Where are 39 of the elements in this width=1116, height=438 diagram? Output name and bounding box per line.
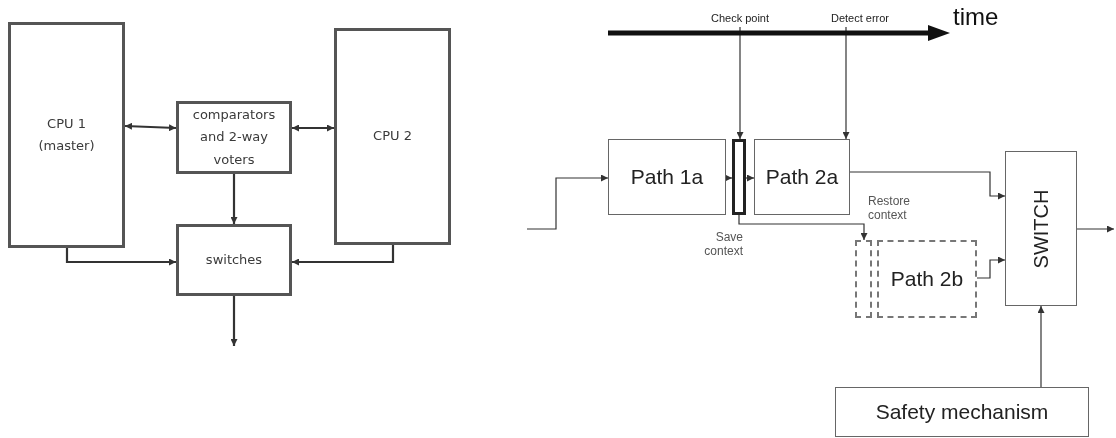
arrow (230, 174, 238, 224)
node-label: Detect error (830, 11, 890, 26)
arrow (526, 174, 609, 230)
arrow (849, 171, 1006, 200)
block-box (608, 139, 726, 215)
node-label: Path 2a (765, 164, 839, 190)
node-label: Check point (710, 11, 770, 26)
arrow (124, 122, 177, 132)
node-label: Safety mechanism (875, 399, 1049, 425)
block-box (877, 240, 977, 318)
arrow (1076, 225, 1115, 233)
arrow (745, 174, 755, 182)
block-box (8, 22, 125, 248)
arrow (65, 248, 176, 266)
block-box (176, 101, 292, 174)
arrow (292, 124, 334, 132)
node-label: CPU 2 (373, 127, 412, 146)
switch-box (1005, 151, 1077, 306)
block-box (835, 387, 1089, 437)
context-label: Save context (703, 230, 743, 259)
arrow (292, 245, 395, 266)
arrow (736, 26, 744, 140)
axis-label: time (953, 3, 999, 31)
arrow (725, 174, 733, 182)
context-label: Restore context (868, 194, 912, 223)
arrow (842, 26, 850, 140)
block-box (334, 28, 451, 245)
node-label: Path 1a (630, 164, 704, 190)
arrow (976, 256, 1006, 279)
node-label: Path 2b (890, 266, 964, 292)
node-label: CPU 1 (master) (37, 114, 96, 155)
node-label: SWITCH (1029, 189, 1053, 268)
node-label: switches (205, 250, 263, 269)
node-label: comparators and 2-way voters (191, 106, 277, 169)
block-box (176, 224, 292, 296)
arrow (1037, 305, 1045, 388)
arrow (738, 214, 868, 241)
arrow (230, 296, 238, 346)
block-box (754, 139, 850, 215)
